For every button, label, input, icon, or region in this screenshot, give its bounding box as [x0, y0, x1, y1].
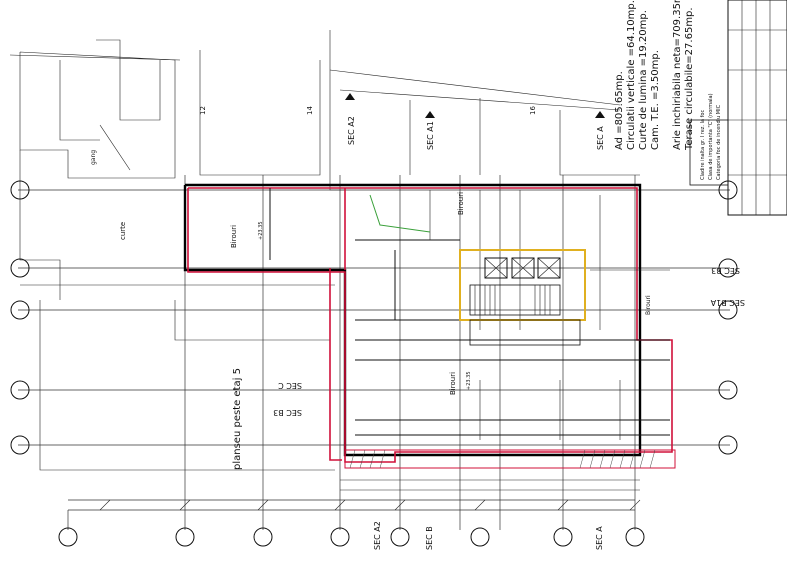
section-c: SEC C — [278, 381, 302, 390]
label-room-birouri-1: Birouri — [230, 225, 238, 248]
section-a1: SEC A1 — [426, 121, 435, 150]
area-stats: Ad =805.65mp. Circulatii verticale =64.1… — [614, 0, 695, 151]
interior-walls — [269, 188, 670, 440]
label-gang: gang — [90, 150, 97, 165]
title-block — [689, 0, 787, 216]
label-lot-16: 16 — [529, 106, 537, 115]
section-b3-left: SEC B3 — [273, 408, 302, 417]
grid-bubble-B — [10, 258, 30, 278]
section-a2-bottom: SEC A2 — [373, 521, 382, 550]
stat-net-area: Arie inchiriabila neta=709.35mp. — [672, 0, 683, 150]
lower-left-outline — [20, 284, 335, 471]
label-level-2: +23.35 — [466, 371, 472, 390]
section-a: SEC A — [596, 126, 605, 150]
label-level-1: +23.35 — [258, 221, 264, 240]
grid-bubble-C — [10, 300, 30, 320]
label-room-birouri-3: Birouri — [449, 372, 457, 395]
section-a2: SEC A2 — [347, 116, 356, 145]
grid-bubble-D — [10, 380, 30, 400]
section-b1a: SEC B1A — [710, 298, 745, 307]
section-a-bottom: SEC A — [595, 526, 604, 550]
label-curte: curte — [119, 222, 127, 240]
fire-notes: Cladire inalta gr. I rez. la foc Clasa d… — [700, 93, 722, 180]
structural-grid — [18, 175, 730, 530]
section-markers: SEC A2 SEC A1 SEC A SEC B3 SEC B1A SEC C… — [273, 93, 745, 550]
note-line-1: Cladire inalta gr. I rez. la foc — [700, 110, 706, 180]
dimension-lines — [99, 479, 641, 511]
label-room-birouri-4: Birouri — [645, 295, 652, 315]
vertical-core — [459, 249, 586, 346]
note-line-3: Categoria foc de incendiu MIC — [716, 104, 722, 180]
stat-courtyard: Curte de lumina =19.20mp. — [638, 10, 649, 150]
label-planseu: planseu peste etaj 5 — [232, 368, 243, 470]
grid-bubble-E — [10, 435, 30, 455]
stat-terraces: Terase circulabile=27.65mp. — [684, 7, 695, 151]
section-b-bottom: SEC B — [425, 526, 434, 550]
building-outline — [183, 183, 676, 469]
stat-ad: Ad =805.65mp. — [614, 71, 625, 150]
grid-bubble-A — [10, 180, 30, 200]
label-lot-12: 12 — [199, 106, 207, 115]
stat-te-room: Cam. T.E. =3.50mp. — [650, 50, 661, 150]
section-b3-right: SEC B3 — [711, 266, 740, 275]
label-room-birouri-2: Birouri — [457, 192, 465, 215]
context-buildings — [9, 30, 640, 300]
slab-hatching — [349, 449, 656, 469]
label-lot-14: 14 — [306, 106, 314, 115]
stat-circulations: Circulatii verticale =64.10mp. — [626, 0, 637, 150]
note-line-2: Clasa de importanta "C" (normala) — [708, 93, 714, 180]
